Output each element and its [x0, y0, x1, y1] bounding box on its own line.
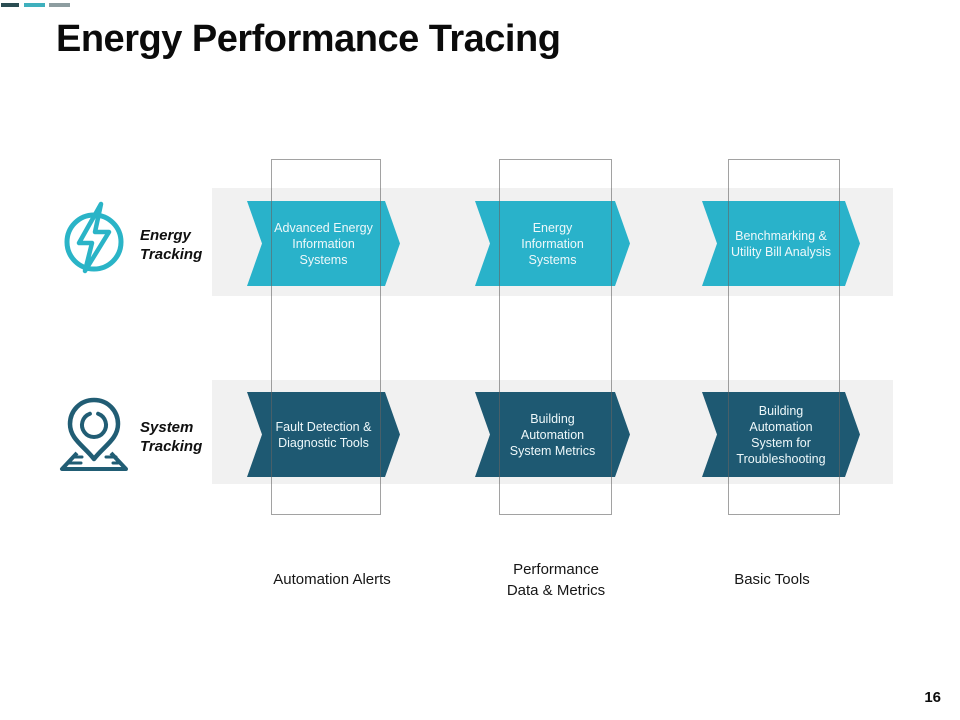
chevron-benchmarking-utility-bill-analysis: Benchmarking & Utility Bill Analysis: [702, 201, 860, 286]
row-label-system-tracking: System Tracking: [140, 419, 203, 455]
map-pin-icon: [55, 395, 133, 480]
chevron-advanced-energy-information-systems: Advanced Energy Information Systems: [247, 201, 400, 286]
page-number: 16: [924, 689, 941, 706]
column-label-basic-tools: Basic Tools: [734, 571, 810, 588]
slide-title: Energy Performance Tracing: [56, 18, 561, 60]
column-label-automation-alerts: Automation Alerts: [273, 571, 391, 588]
accent-bar: [24, 3, 45, 7]
accent-bar: [49, 3, 70, 7]
column-label-performance-data-metrics: Performance Data & Metrics: [506, 561, 606, 599]
chevron-fault-detection-diagnostic-tools: Fault Detection & Diagnostic Tools: [247, 392, 400, 477]
chevron-energy-information-systems: Energy Information Systems: [475, 201, 630, 286]
row-label-energy-tracking: Energy Tracking: [140, 227, 203, 263]
accent-bar: [1, 3, 19, 7]
chevron-building-automation-system-troubleshooting: Building Automation System for Troublesh…: [702, 392, 860, 477]
lightning-circle-icon: [59, 201, 129, 280]
chevron-building-automation-system-metrics: Building Automation System Metrics: [475, 392, 630, 477]
